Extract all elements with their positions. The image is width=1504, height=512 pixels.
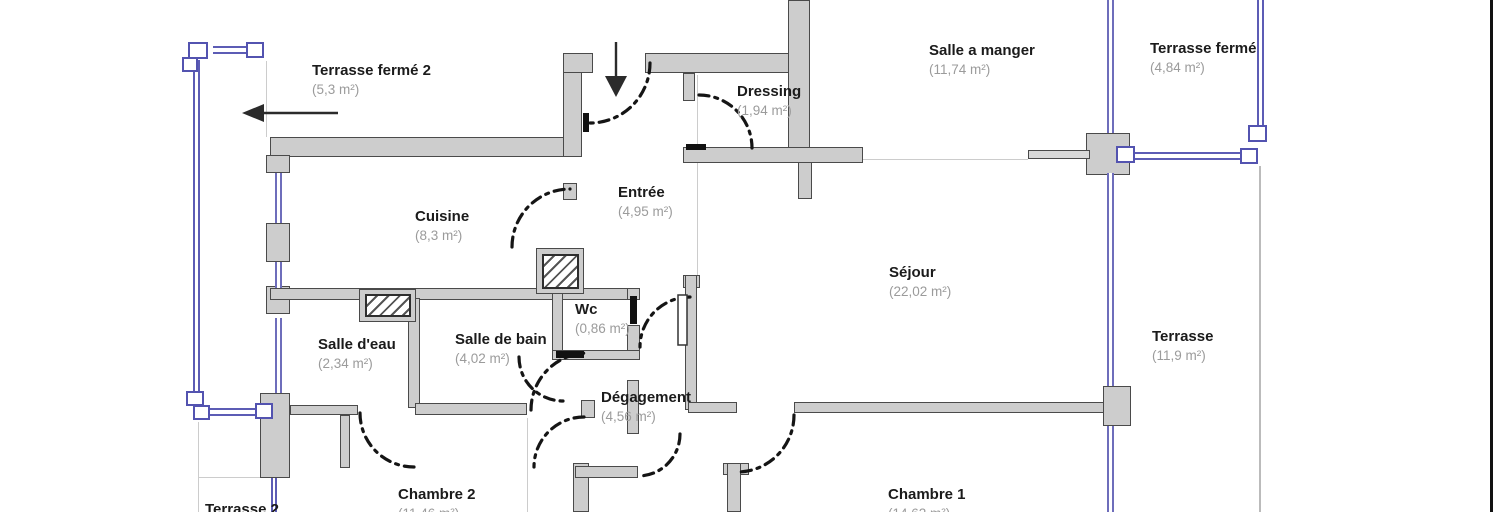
room-label-wc: Wc(0,86 m²) [575, 301, 630, 336]
boundary-guide-line [198, 422, 199, 512]
balcony-railing [1257, 0, 1264, 128]
wall-segment [290, 405, 358, 415]
page-edge-line [1490, 0, 1493, 512]
open-door-leaf [677, 294, 688, 346]
window-stub [1028, 150, 1090, 159]
door-leaf [556, 351, 584, 358]
railing-post [1240, 148, 1258, 164]
railing-post [193, 405, 210, 420]
wall-segment [627, 380, 639, 434]
balcony-railing [208, 408, 259, 416]
door-arc [358, 411, 416, 469]
balcony-railing [1135, 152, 1243, 160]
wall-segment [266, 223, 290, 262]
room-label-terrasse: Terrasse(11,9 m²) [1152, 328, 1214, 363]
room-label-sejour: Séjour(22,02 m²) [889, 264, 952, 299]
room-label-degagement: Dégagement(4,56 m²) [601, 389, 692, 424]
window-glazing [275, 173, 282, 223]
wall-segment [688, 402, 737, 413]
duct-hatch-icon [542, 254, 579, 289]
window-glazing [1107, 426, 1114, 512]
wall-segment [563, 183, 577, 200]
down-arrow-icon [605, 76, 627, 97]
room-label-terrasse-ferme-2: Terrasse fermé 2(5,3 m²) [312, 62, 431, 97]
room-label-entree: Entrée(4,95 m²) [618, 184, 673, 219]
door-arc [697, 93, 754, 150]
wall-segment [260, 393, 290, 478]
boundary-guide-line [198, 477, 260, 478]
duct-hatch-icon [365, 294, 411, 317]
room-label-cuisine: Cuisine(8,3 m²) [415, 208, 470, 243]
door-arc [636, 432, 682, 478]
railing-post [188, 42, 208, 59]
wall-segment [575, 466, 638, 478]
door-leaf [630, 296, 637, 324]
window-glazing [275, 318, 282, 393]
railing-post [182, 57, 198, 72]
room-label-terrasse-ferme: Terrasse fermé(4,84 m²) [1150, 40, 1257, 75]
wall-segment [552, 350, 640, 360]
boundary-guide-line [697, 75, 698, 275]
railing-post [255, 403, 273, 419]
room-label-chambre-1: Chambre 1(14,62 m²) [888, 486, 966, 512]
wall-segment [1103, 386, 1131, 426]
boundary-guide-line [527, 418, 528, 512]
door-leaf [583, 113, 589, 132]
wall-segment [415, 403, 527, 415]
balcony-railing [213, 46, 250, 54]
room-label-dressing: Dressing(1,94 m²) [737, 83, 802, 118]
boundary-guide-line [863, 159, 1028, 160]
room-label-salle-a-manger: Salle a manger(11,74 m²) [929, 42, 1035, 77]
balcony-railing [271, 478, 277, 512]
window-glazing [1107, 173, 1114, 386]
room-label-salle-d-eau: Salle d'eau(2,34 m²) [318, 336, 396, 371]
left-arrow-icon [242, 104, 264, 122]
door-arc [517, 355, 565, 403]
room-label-chambre-2: Chambre 2(11,46 m²) [398, 486, 476, 512]
door-arc [532, 415, 586, 469]
balcony-railing [193, 60, 200, 395]
wall-segment [683, 73, 695, 101]
door-arc [588, 61, 652, 125]
wall-segment [683, 147, 863, 163]
wall-segment [266, 155, 290, 173]
boundary-guide-line [266, 61, 267, 137]
wall-segment [581, 400, 595, 418]
window-glazing [275, 262, 282, 288]
railing-post [1248, 125, 1267, 142]
room-label-terrasse-2: Terrasse 2 [205, 501, 279, 512]
wall-segment [340, 415, 350, 468]
door-arc [510, 187, 572, 249]
door-leaf [686, 144, 706, 150]
railing-post [1116, 146, 1135, 163]
wall-segment [563, 53, 593, 73]
railing-post [246, 42, 264, 58]
door-arc [735, 413, 796, 474]
room-label-salle-de-bain: Salle de bain(4,02 m²) [455, 331, 547, 366]
window-glazing [1107, 0, 1114, 133]
boundary-guide-line [1259, 166, 1261, 512]
